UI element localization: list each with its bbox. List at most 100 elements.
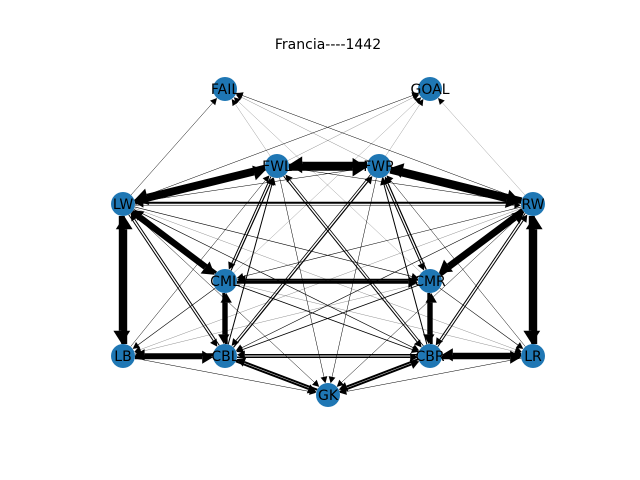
arrowhead <box>236 345 245 353</box>
node-label: FWL <box>262 159 292 175</box>
edge-line <box>131 211 315 383</box>
edge-line <box>134 357 310 392</box>
arrowhead <box>411 94 420 101</box>
node-circle <box>111 344 135 368</box>
edge-cml-lr <box>236 283 522 355</box>
edge-cmr-lr <box>439 287 524 349</box>
arrowhead <box>134 197 142 205</box>
arrowhead <box>130 213 138 222</box>
edge-cmr-fwr <box>384 176 427 270</box>
edge-line <box>241 209 523 348</box>
edge-line <box>385 104 420 157</box>
arrowhead <box>309 388 317 395</box>
edge-fwl-gk <box>279 177 328 384</box>
node-circle <box>213 77 237 101</box>
arrowhead <box>380 177 388 186</box>
edge-lw-cmr <box>134 206 419 280</box>
edge-lb-gk <box>134 357 317 395</box>
edge-line <box>140 207 522 350</box>
edge-line <box>230 183 271 271</box>
node-cbr: CBR <box>415 344 445 368</box>
arrowhead <box>236 92 244 99</box>
edge-cml-cbr <box>236 284 419 353</box>
edge-fwl-cml <box>228 176 272 270</box>
edge-line <box>238 101 422 273</box>
edge-line <box>243 206 522 277</box>
edge-line <box>331 177 377 377</box>
node-circle <box>418 344 442 368</box>
edge-line <box>437 220 524 348</box>
edge-line <box>130 102 213 196</box>
node-lr: LR <box>521 344 545 368</box>
edge-fwr-lw <box>134 167 368 205</box>
edge-cmr-lb <box>134 283 419 355</box>
arrowhead <box>425 293 437 303</box>
edge-rw-gk <box>336 211 525 387</box>
node-lb: LB <box>111 344 135 368</box>
arrowhead <box>417 262 425 271</box>
edge-cbl-gk <box>235 360 317 394</box>
edge-rw-lw <box>135 198 521 208</box>
edge-cbr-fwl <box>285 174 424 347</box>
edge-line <box>130 180 266 347</box>
edge-line <box>134 95 413 201</box>
edge-line <box>346 357 522 392</box>
node-label: CML <box>210 274 240 290</box>
arrowhead <box>417 99 424 107</box>
node-goal: GOAL <box>411 77 450 101</box>
arrowhead <box>133 210 145 221</box>
node-fail: FAIL <box>211 77 239 101</box>
edge-line <box>133 209 414 348</box>
arrowhead <box>320 376 328 384</box>
edge-line <box>235 360 309 390</box>
edge-line <box>289 179 424 347</box>
arrowhead <box>312 379 320 387</box>
arrowhead <box>410 345 419 353</box>
node-circle <box>521 192 545 216</box>
arrowhead <box>525 216 543 230</box>
edge-line <box>236 283 516 352</box>
edge-cbl-lb <box>135 349 213 361</box>
arrowhead <box>510 350 521 364</box>
node-label: CMR <box>414 274 446 290</box>
edge-cbl-cml <box>220 293 232 344</box>
edge-cmr-fail <box>233 97 422 273</box>
edge-line <box>341 211 525 383</box>
edge-lw-fwl <box>134 165 266 205</box>
edge-rw-cmr <box>438 208 525 273</box>
edge-rw-goal <box>438 97 526 196</box>
edge-line <box>134 170 255 205</box>
arrowhead <box>515 342 524 349</box>
edge-lw-gk <box>131 211 320 387</box>
edge-lb-lw <box>115 216 133 344</box>
edge-rw-cml <box>236 206 522 280</box>
arrowhead <box>233 97 241 105</box>
node-circle <box>367 154 391 178</box>
arrowhead <box>336 379 344 387</box>
edge-lw-cbl <box>128 214 218 347</box>
arrowhead <box>236 357 247 367</box>
arrowhead <box>438 97 445 105</box>
node-fwr: FWR <box>363 154 395 178</box>
edge-fwr-cbl <box>231 174 371 346</box>
edge-cbr-rw <box>437 214 528 348</box>
node-circle <box>213 344 237 368</box>
edge-line <box>447 208 525 268</box>
edge-line <box>346 358 419 388</box>
edge-line <box>387 183 427 270</box>
edge-line <box>235 174 371 341</box>
arrowhead <box>435 337 444 346</box>
edge-cml-cmr <box>237 276 418 288</box>
edge-line <box>241 97 369 161</box>
node-label: GK <box>318 388 339 404</box>
arrowhead <box>409 359 420 369</box>
arrowhead <box>414 97 422 105</box>
node-cbl: CBL <box>211 344 239 368</box>
node-label: GOAL <box>411 82 450 98</box>
edge-line <box>339 363 412 393</box>
node-lw: LW <box>111 192 135 216</box>
arrowhead <box>135 349 145 361</box>
edge-line <box>233 101 417 273</box>
